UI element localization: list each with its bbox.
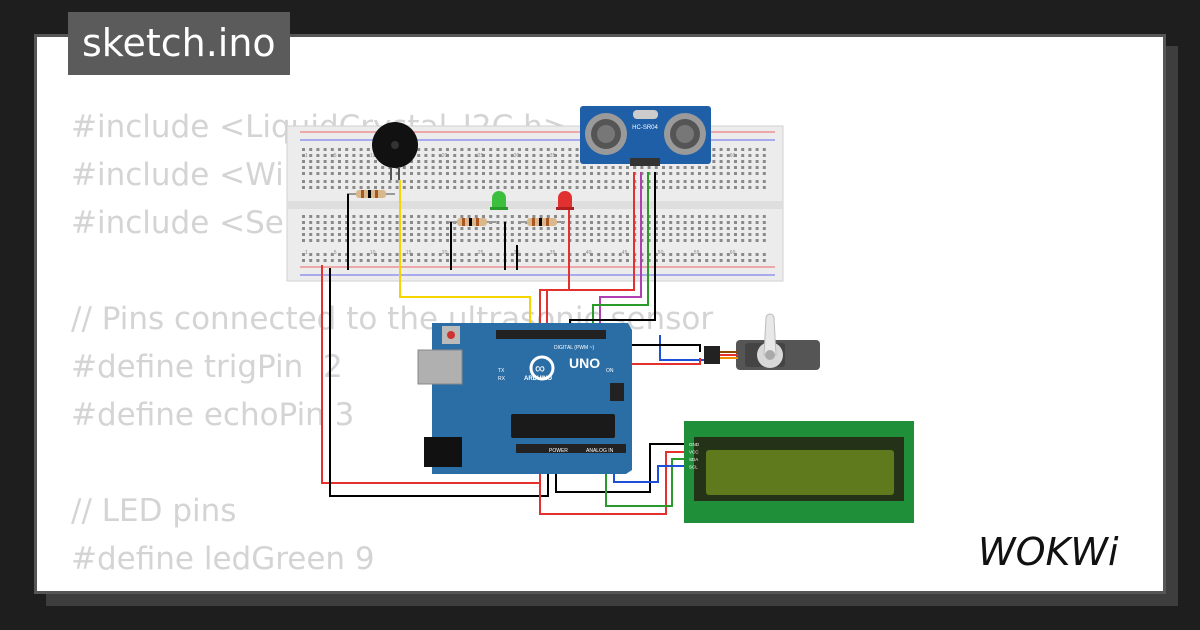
arduino-uno: ∞ UNO ARDUINO DIGITAL (PWM ~) POWER ANAL…: [417, 323, 632, 474]
breadboard-number: 35: [550, 153, 556, 159]
breadboard-number: 55: [694, 250, 700, 256]
led-red: [556, 191, 574, 210]
breadboard-number: 20: [442, 153, 448, 159]
board-maker: ARDUINO: [524, 376, 552, 382]
servo-motor: [704, 313, 820, 370]
breadboard-number: 50: [658, 250, 664, 256]
code-line: #define trigPin 2: [71, 349, 343, 385]
code-line: #define echoPin 3: [71, 397, 355, 433]
on-label: ON: [606, 368, 614, 374]
digital-header: DIGITAL (PWM ~): [554, 345, 594, 351]
lcd-pin-label: VCC: [689, 450, 699, 455]
breadboard-number: 5: [334, 250, 337, 256]
breadboard-number: 15: [406, 250, 412, 256]
breadboard-number: 25: [478, 153, 484, 159]
breadboard-number: 35: [550, 250, 556, 256]
breadboard-number: 30: [514, 153, 520, 159]
breadboard-number: 10: [370, 250, 376, 256]
code-line: #define ledGreen 9: [71, 541, 375, 577]
lcd-display: GND VCC SDA SCL: [684, 421, 914, 523]
resistor: [519, 218, 565, 226]
svg-text:∞: ∞: [535, 360, 545, 376]
file-tab[interactable]: sketch.ino: [68, 12, 290, 75]
breadboard-number: 1: [305, 250, 308, 256]
board-brand: UNO: [569, 355, 600, 371]
lcd-pin-label: GND: [689, 442, 700, 447]
wires: [321, 172, 704, 515]
led-green: [490, 191, 508, 210]
breadboard-number: 40: [586, 250, 592, 256]
breadboard-number: 25: [478, 250, 484, 256]
sensor-label: HC-SR04: [632, 125, 658, 131]
breadboard-number: 20: [442, 250, 448, 256]
brand-logo: WOKWi: [978, 530, 1119, 574]
ultrasonic-sensor: HC-SR04: [580, 106, 711, 166]
code-line: #define ledRed 8: [71, 583, 713, 591]
breadboard-number: 1: [305, 153, 308, 159]
rx-label: RX: [498, 376, 506, 382]
tx-label: TX: [498, 368, 505, 374]
code-line: // LED pins: [71, 493, 237, 529]
breadboard-number: 60: [730, 250, 736, 256]
buzzer: [372, 122, 418, 180]
resistor: [448, 218, 496, 226]
wokwi-logo: WOKWi: [978, 530, 1119, 574]
analog-header: ANALOG IN: [586, 448, 614, 454]
breadboard-number: 45: [622, 250, 628, 256]
resistor: [347, 190, 395, 198]
breadboard-number: 5: [334, 153, 337, 159]
power-header: POWER: [549, 448, 568, 454]
breadboard-number: 60: [730, 153, 736, 159]
breadboard-number: 10: [370, 153, 376, 159]
lcd-pin-label: SDA: [689, 457, 698, 462]
lcd-pin-label: SCL: [689, 465, 698, 470]
